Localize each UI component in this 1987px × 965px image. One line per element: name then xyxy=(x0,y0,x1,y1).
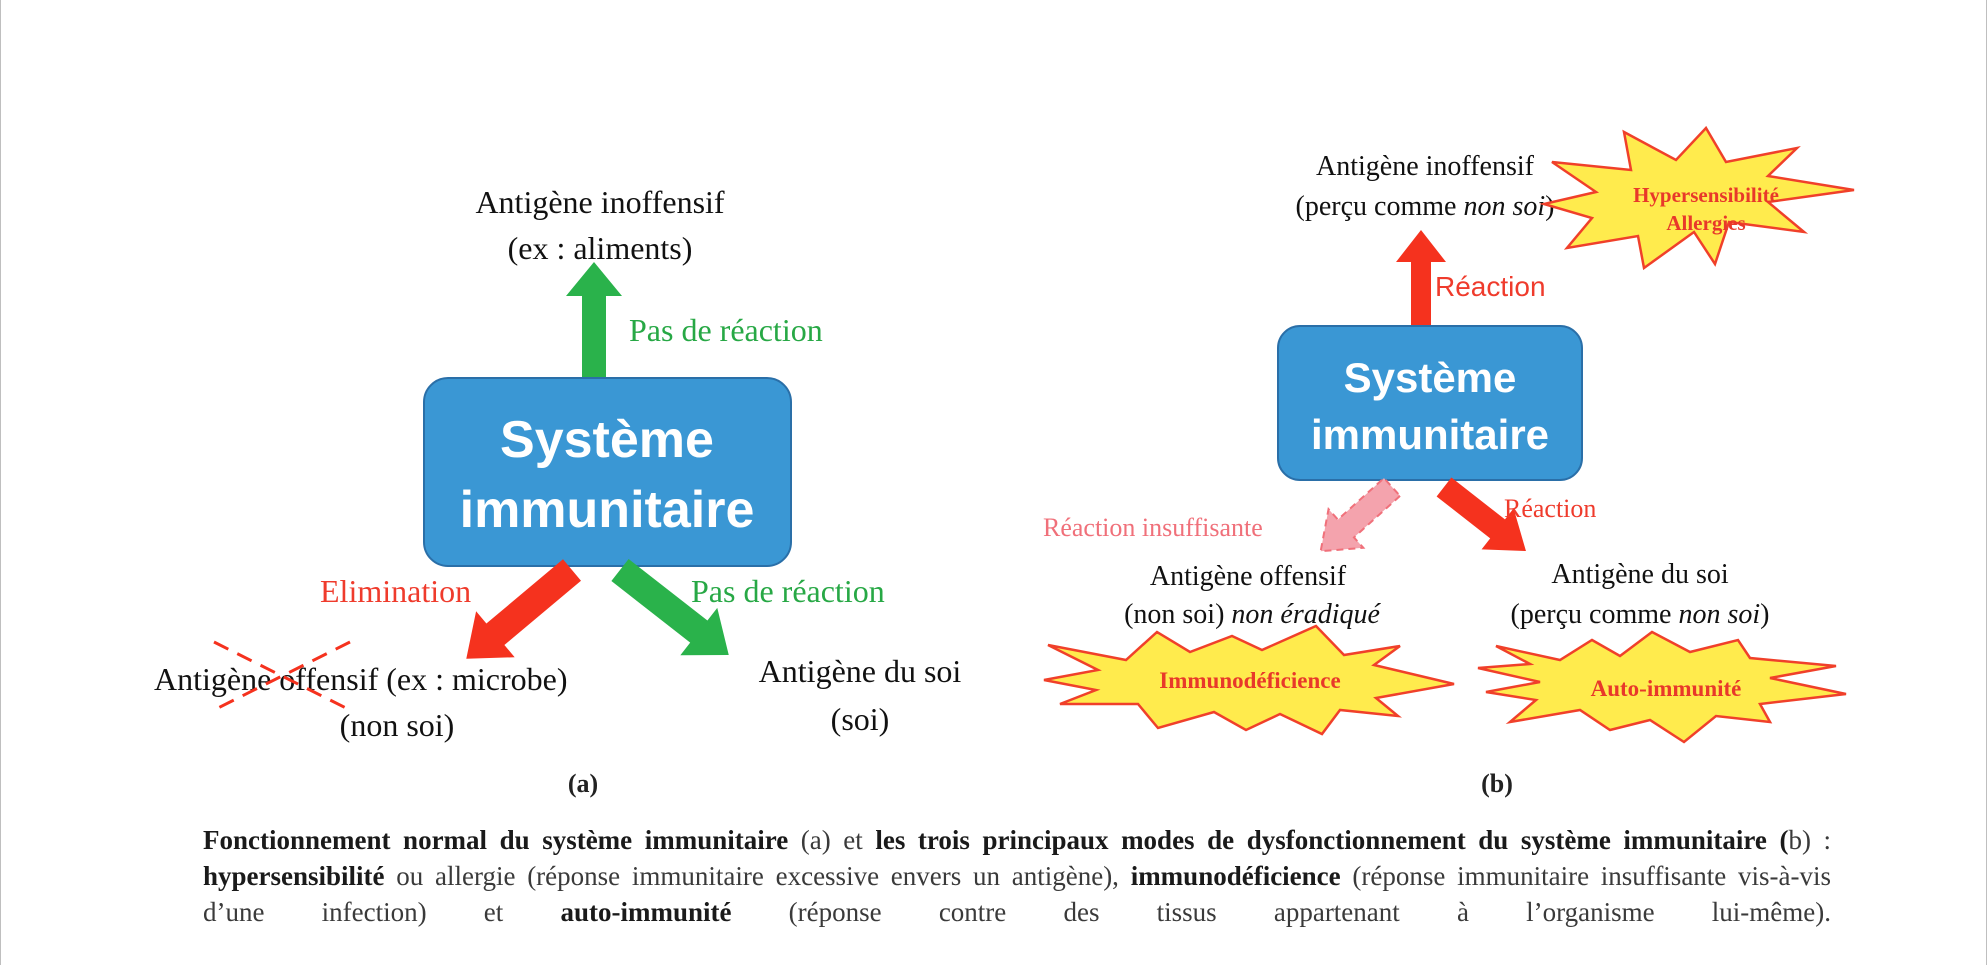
panel-b-up-arrow xyxy=(1396,230,1446,326)
panel-b-right-antigen-line2-end: ) xyxy=(1760,599,1769,630)
panel-b-right-arrow xyxy=(1436,477,1526,552)
caption-text-1: (a) et xyxy=(788,825,876,855)
caption-text-4: (réponse immunitaire insuffisante vis-à-… xyxy=(203,861,1832,927)
panel-b-star-top-line1: Hypersensibilité xyxy=(1633,183,1779,207)
panel-a-up-arrow xyxy=(566,262,622,378)
figure-caption: Fonctionnement normal du système immunit… xyxy=(203,822,1831,930)
panel-b-left-antigen-line2-plain: (non soi) xyxy=(1124,599,1231,630)
panel-b-immunodeficiency-starburst: Immunodéficience xyxy=(1043,624,1455,736)
panel-b-left-arrow-label: Réaction insuffisante xyxy=(1043,513,1263,542)
panel-a-right-arrow xyxy=(611,558,729,656)
caption-bold-3: hypersensibilité xyxy=(203,861,385,891)
panel-a-system-line1: Système xyxy=(500,411,714,469)
panel-b-left-antigen-line2: (non soi) non éradiqué xyxy=(1124,599,1381,630)
panel-a-system-line2: immunitaire xyxy=(460,481,755,539)
panel-a-left-arrow-label: Elimination xyxy=(320,573,471,609)
panel-b-star-right-text: Auto-immunité xyxy=(1591,676,1742,701)
page-left-edge xyxy=(0,0,1,965)
panel-b-left-antigen-line1: Antigène offensif xyxy=(1150,561,1347,592)
caption-text-2: b) : xyxy=(1788,825,1831,855)
panel-b-system-line1: Système xyxy=(1344,354,1517,401)
panel-b-hypersensitivity-starburst: Hypersensibilité Allergies xyxy=(1539,125,1855,271)
figure-canvas: Système immunitaire Antigène inoffensif … xyxy=(154,125,1855,798)
caption-text-3: ou allergie (réponse immunitaire excessi… xyxy=(384,861,1131,891)
caption-bold-4: immunodéficience xyxy=(1130,861,1341,891)
panel-b-right-antigen-line1: Antigène du soi xyxy=(1551,559,1729,590)
panel-a-top-antigen-line1: Antigène inoffensif xyxy=(475,184,724,220)
panel-b-star-left-text: Immunodéficience xyxy=(1159,668,1340,693)
caption-bold-5: auto-immunité xyxy=(560,897,732,927)
panel-a-system-box xyxy=(423,377,792,567)
panel-b-top-antigen-line2-plain: (perçu comme xyxy=(1296,191,1464,222)
panel-a-left-arrow xyxy=(466,559,581,659)
panel-a-top-antigen-line2: (ex : aliments) xyxy=(508,230,693,266)
panel-b-label: (b) xyxy=(1481,769,1513,798)
panel-a-right-antigen-line2: (soi) xyxy=(831,701,890,737)
caption-bold-2: les trois principaux modes de dysfonctio… xyxy=(875,825,1789,855)
panel-a-left-antigen-line2: (non soi) xyxy=(340,707,455,743)
panel-b-top-arrow-label: Réaction xyxy=(1435,271,1546,302)
panel-a-top-arrow-label: Pas de réaction xyxy=(629,312,823,348)
panel-b-autoimmunity-starburst: Auto-immunité xyxy=(1477,630,1847,744)
panel-b-left-arrow-insufficient xyxy=(1319,476,1402,553)
panel-b: Antigène inoffensif (perçu comme non soi… xyxy=(1043,125,1855,798)
panel-b-top-antigen-line2-italic: non soi xyxy=(1463,191,1545,222)
panel-b-right-antigen-line2-plain: (perçu comme xyxy=(1511,599,1679,630)
panel-b-left-antigen-line2-italic: non éradiqué xyxy=(1231,599,1381,630)
panel-b-right-antigen-line2-italic: non soi xyxy=(1678,599,1760,630)
panel-a-label: (a) xyxy=(568,769,598,798)
caption-text-5: (réponse contre des tissus appartenant à… xyxy=(731,897,1832,927)
panel-a: Système immunitaire Antigène inoffensif … xyxy=(154,184,961,798)
panel-a-left-antigen-line1: Antigène offensif (ex : microbe) xyxy=(154,661,567,697)
panel-b-system-line2: immunitaire xyxy=(1311,411,1549,458)
panel-b-top-antigen-line1: Antigène inoffensif xyxy=(1316,151,1535,182)
panel-a-right-antigen-line1: Antigène du soi xyxy=(759,653,962,689)
caption-bold-1: Fonctionnement normal du système immunit… xyxy=(203,825,789,855)
panel-b-top-antigen-line2: (perçu comme non soi) xyxy=(1296,191,1555,222)
panel-b-right-antigen-line2: (perçu comme non soi) xyxy=(1511,599,1770,630)
panel-b-star-top-line2: Allergies xyxy=(1666,211,1745,235)
panel-b-system-box xyxy=(1277,325,1583,481)
panel-a-right-arrow-label: Pas de réaction xyxy=(691,573,885,609)
panel-b-right-arrow-label: Réaction xyxy=(1504,494,1596,523)
